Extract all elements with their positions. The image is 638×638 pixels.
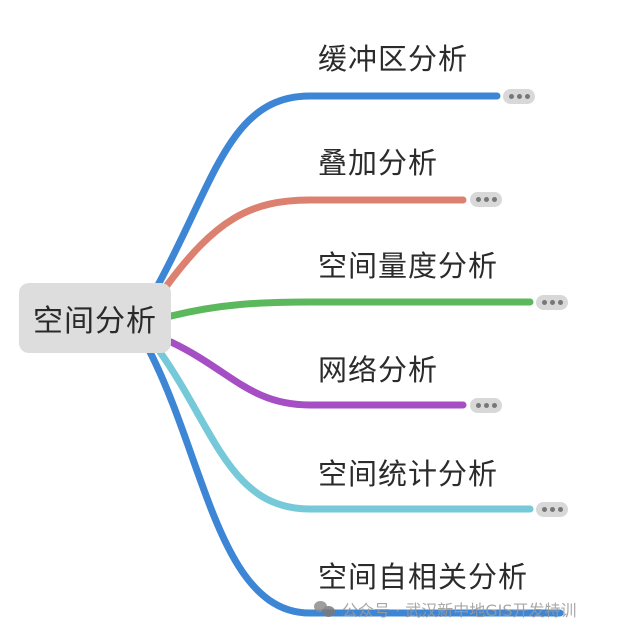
branch-node-network[interactable]: 网络分析 bbox=[318, 353, 439, 387]
dot-icon bbox=[516, 94, 522, 99]
connector-statistics bbox=[156, 348, 534, 513]
connector-overlay bbox=[161, 196, 467, 292]
connector-buffer bbox=[154, 92, 501, 289]
dot-icon bbox=[557, 300, 563, 305]
dot-icon bbox=[524, 94, 530, 99]
dot-icon bbox=[475, 403, 481, 408]
dot-icon bbox=[549, 507, 555, 512]
root-node-label: 空间分析 bbox=[33, 304, 157, 339]
dot-icon bbox=[541, 300, 547, 305]
dot-icon bbox=[508, 94, 514, 99]
dot-icon bbox=[475, 197, 481, 202]
dot-icon bbox=[491, 403, 497, 408]
branch-node-statistics[interactable]: 空间统计分析 bbox=[318, 457, 499, 491]
branch-node-buffer[interactable]: 缓冲区分析 bbox=[318, 42, 469, 76]
more-options-button[interactable] bbox=[536, 502, 568, 517]
branch-node-measure[interactable]: 空间量度分析 bbox=[318, 249, 499, 283]
branch-node-overlay[interactable]: 叠加分析 bbox=[318, 146, 439, 180]
more-options-button[interactable] bbox=[536, 295, 568, 310]
dot-icon bbox=[541, 507, 547, 512]
dot-icon bbox=[557, 507, 563, 512]
dot-icon bbox=[491, 197, 497, 202]
connector-network bbox=[167, 338, 467, 409]
more-options-button[interactable] bbox=[470, 398, 502, 413]
more-options-button[interactable] bbox=[503, 89, 535, 104]
dot-icon bbox=[483, 197, 489, 202]
watermark: 公众号 · 武汉新中地GIS开发特训 bbox=[314, 597, 577, 621]
more-options-button[interactable] bbox=[470, 192, 502, 207]
branch-node-autocorrelation[interactable]: 空间自相关分析 bbox=[318, 560, 529, 594]
connector-autocorrelation bbox=[146, 348, 564, 617]
dot-icon bbox=[483, 403, 489, 408]
watermark-text: 公众号 · 武汉新中地GIS开发特训 bbox=[342, 601, 577, 620]
root-node[interactable]: 空间分析 bbox=[19, 283, 171, 353]
connector-measure bbox=[167, 298, 534, 320]
dot-icon bbox=[549, 300, 555, 305]
wechat-icon bbox=[314, 600, 336, 618]
